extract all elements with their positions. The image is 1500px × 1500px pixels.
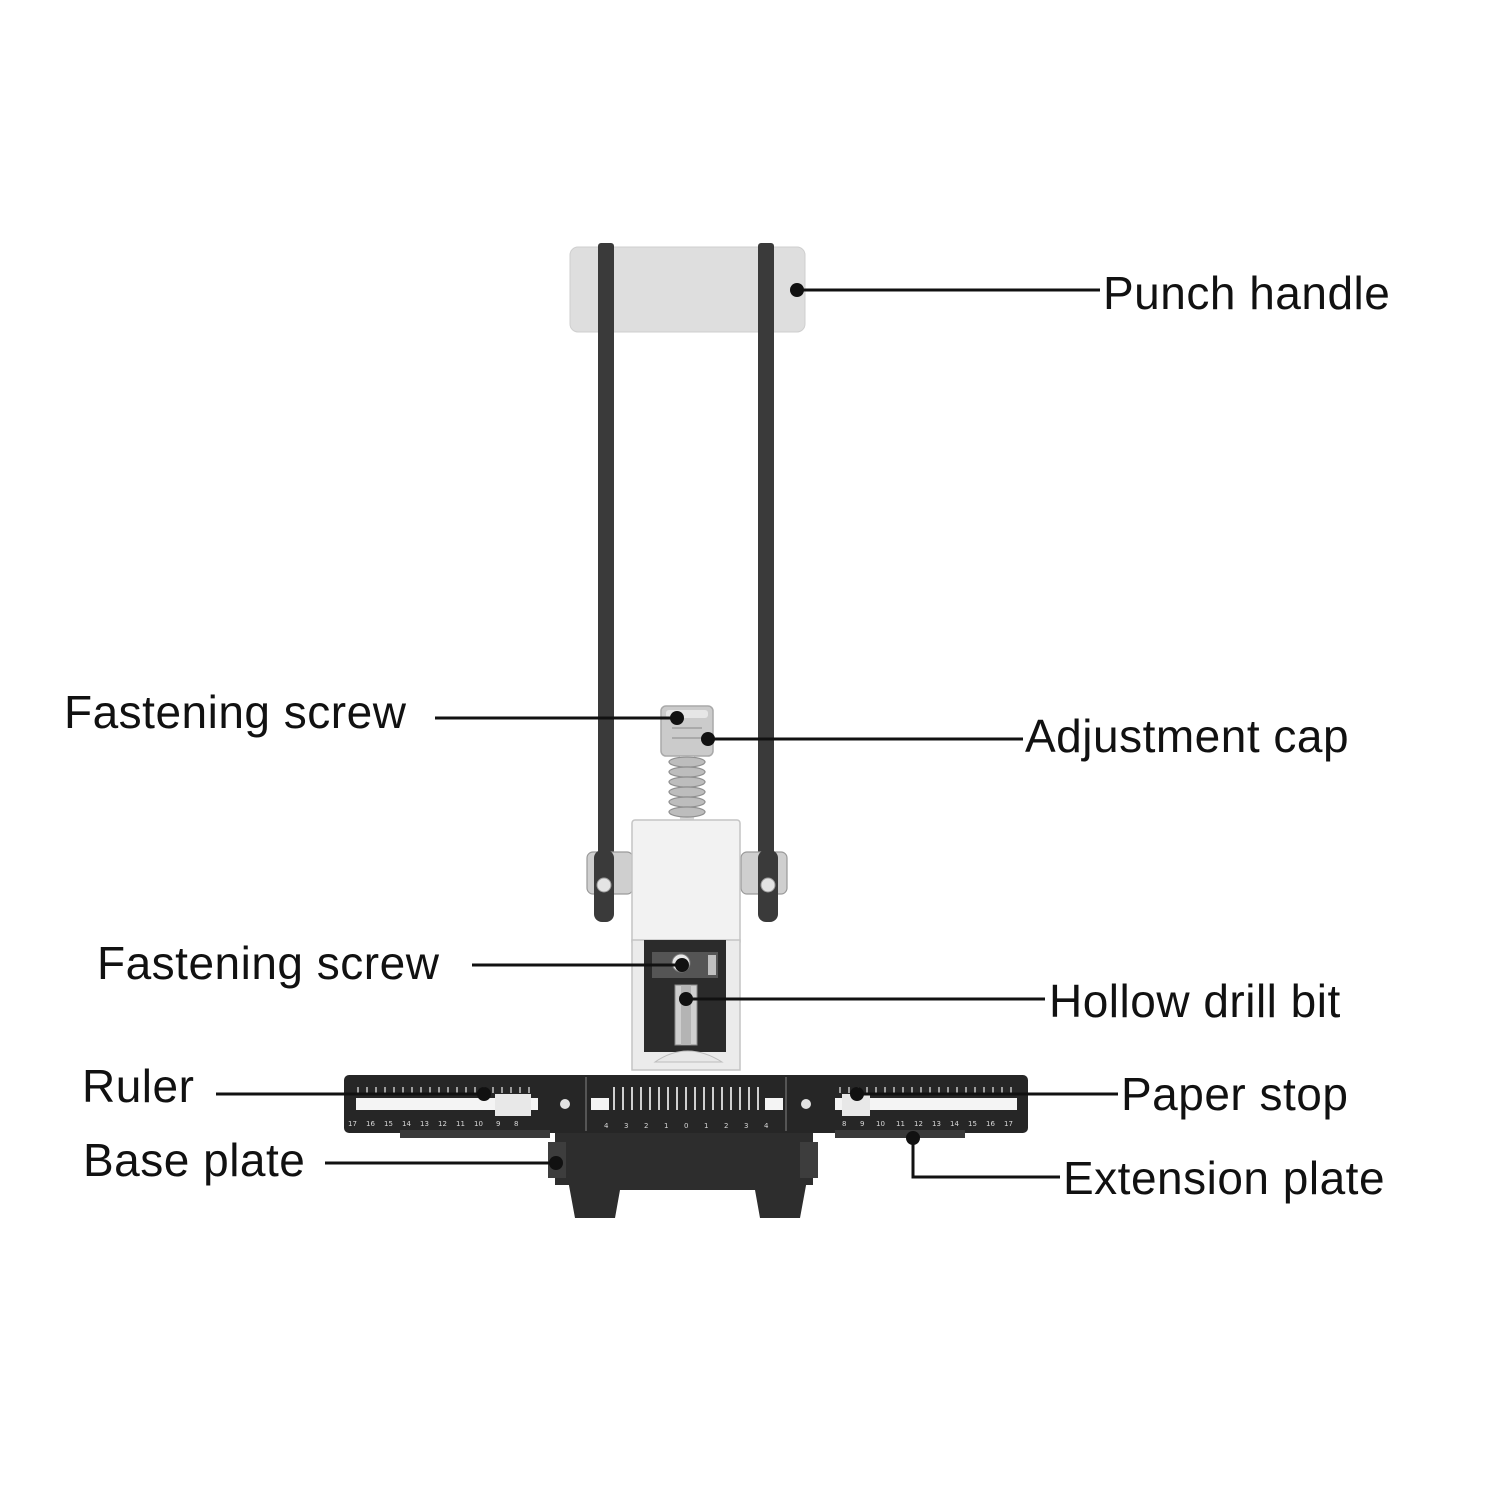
ruler-number: 0 <box>684 1122 688 1130</box>
ruler-number: 1 <box>664 1122 668 1130</box>
leader-extension-plate <box>911 1138 1060 1179</box>
ruler-number: 13 <box>932 1120 941 1128</box>
ruler-number: 12 <box>438 1120 447 1128</box>
ruler-number: 8 <box>514 1120 518 1128</box>
ruler-number: 11 <box>456 1120 465 1128</box>
ruler-number: 3 <box>744 1122 748 1130</box>
base-plate <box>548 1130 818 1218</box>
side-arms <box>598 330 774 885</box>
label-adjustment-cap: Adjustment cap <box>1025 710 1350 762</box>
ruler-number: 2 <box>724 1122 728 1130</box>
ruler-number: 9 <box>860 1120 864 1128</box>
pivot-joints <box>586 850 788 922</box>
dot-base-plate <box>549 1156 563 1170</box>
punch-handle <box>569 243 806 336</box>
callout-dots <box>477 283 920 1170</box>
ruler-number: 4 <box>764 1122 769 1130</box>
ruler-number: 16 <box>366 1120 375 1128</box>
label-fastening-screw-bottom: Fastening screw <box>97 937 440 989</box>
ruler-number: 4 <box>604 1122 609 1130</box>
ruler-number: 10 <box>474 1120 483 1128</box>
ruler-number: 15 <box>384 1120 393 1128</box>
ruler-number: 14 <box>402 1120 411 1128</box>
ruler-number: 14 <box>950 1120 959 1128</box>
label-punch-handle: Punch handle <box>1103 267 1391 319</box>
ruler-number: 17 <box>1004 1120 1013 1128</box>
dot-ruler <box>477 1087 491 1101</box>
ruler-number: 9 <box>496 1120 500 1128</box>
label-base-plate: Base plate <box>83 1134 306 1186</box>
ruler-number: 12 <box>914 1120 923 1128</box>
ruler-number: 17 <box>348 1120 357 1128</box>
label-fastening-screw-top: Fastening screw <box>64 686 407 738</box>
ruler-left: 17 16 15 14 13 12 11 10 9 8 <box>348 1087 570 1128</box>
ruler-number: 2 <box>644 1122 648 1130</box>
dot-paper-stop <box>850 1087 864 1101</box>
spring <box>668 756 706 820</box>
dot-fastening-screw-top <box>670 711 684 725</box>
ruler-number: 16 <box>986 1120 995 1128</box>
ruler-number: 1 <box>704 1122 708 1130</box>
adjustment-cap <box>660 705 714 757</box>
label-paper-stop: Paper stop <box>1121 1068 1349 1120</box>
label-ruler: Ruler <box>82 1060 195 1112</box>
dot-punch-handle <box>790 283 804 297</box>
ruler-number: 13 <box>420 1120 429 1128</box>
ruler-number: 11 <box>896 1120 905 1128</box>
dot-hollow-drill-bit <box>679 992 693 1006</box>
dot-extension-plate <box>906 1131 920 1145</box>
ruler-center: 4 3 2 1 0 1 2 3 4 <box>591 1087 783 1130</box>
ruler-number: 10 <box>876 1120 885 1128</box>
ruler-number: 8 <box>842 1120 846 1128</box>
ruler-right: 8 9 10 11 12 13 14 15 16 17 <box>801 1087 1017 1128</box>
ruler-number: 3 <box>624 1122 628 1130</box>
ruler-number: 15 <box>968 1120 977 1128</box>
callout-lines <box>216 288 1118 1179</box>
dot-adjustment-cap <box>701 732 715 746</box>
dot-fastening-screw-bottom <box>675 958 689 972</box>
label-hollow-drill-bit: Hollow drill bit <box>1049 975 1341 1027</box>
label-extension-plate: Extension plate <box>1063 1152 1386 1204</box>
